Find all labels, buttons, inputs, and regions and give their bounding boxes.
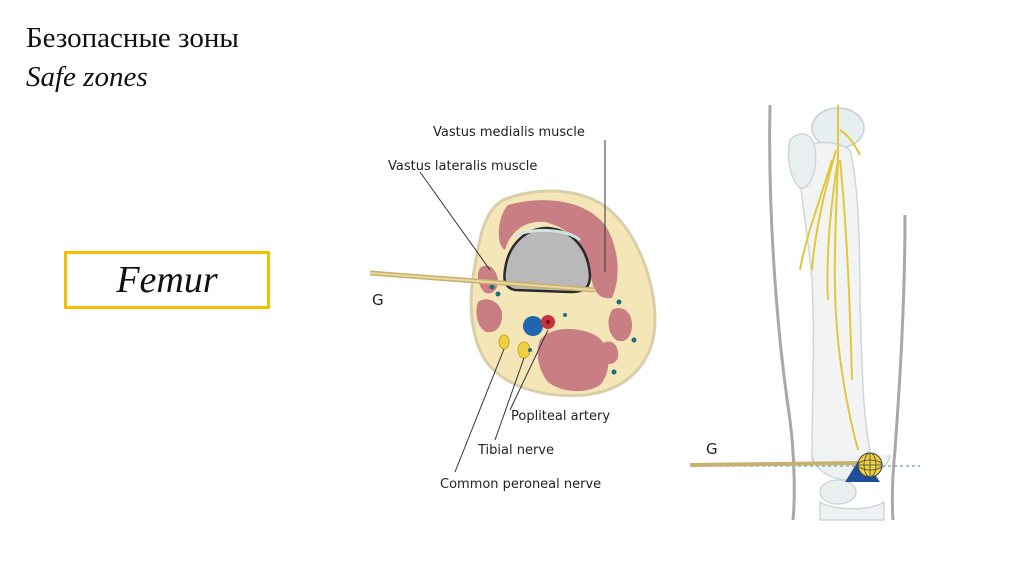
popliteal-artery-lumen <box>546 320 550 324</box>
leader-popliteal-artery <box>509 329 549 411</box>
posterior-muscle-left <box>476 299 503 333</box>
common-peroneal-nerve <box>498 334 510 350</box>
greater-trochanter <box>787 133 817 189</box>
pin-g-side <box>689 461 863 467</box>
leader-tibial-nerve <box>494 357 525 441</box>
cross-section: G Vastus medialis muscle Vastus laterali… <box>369 125 657 492</box>
title-russian: Безопасные зоны <box>26 22 239 54</box>
pin-g-label-side: G <box>706 440 718 458</box>
leader-common-peroneal <box>454 348 505 473</box>
vastus-medialis-muscle <box>498 200 618 299</box>
femoral-nerve-branches <box>799 105 861 451</box>
label-vastus-medialis: Vastus medialis muscle <box>433 125 585 140</box>
label-vastus-lateralis: Vastus lateralis muscle <box>388 159 537 174</box>
pin-g-label-cross: G <box>372 291 384 309</box>
leg-outline-right <box>890 214 907 521</box>
leg-outline-left <box>768 104 796 521</box>
side-view: G <box>689 104 920 521</box>
title-english: Safe zones <box>26 61 148 93</box>
tibia-top <box>819 500 885 521</box>
label-tibial-nerve: Tibial nerve <box>477 443 554 458</box>
entry-globe-marker <box>857 452 883 478</box>
femur-label-box: Femur <box>64 251 270 309</box>
label-popliteal-artery: Popliteal artery <box>511 409 610 424</box>
posterior-muscle-large <box>537 328 609 392</box>
small-vessels <box>489 284 637 375</box>
leader-vastus-lateralis <box>419 171 491 271</box>
label-common-peroneal: Common peroneal nerve <box>440 477 601 492</box>
bone-highlight <box>514 228 581 242</box>
posterior-muscle-right <box>608 307 632 342</box>
patella <box>819 479 857 505</box>
popliteal-vein <box>523 316 543 336</box>
posterior-muscle-small <box>599 341 619 364</box>
